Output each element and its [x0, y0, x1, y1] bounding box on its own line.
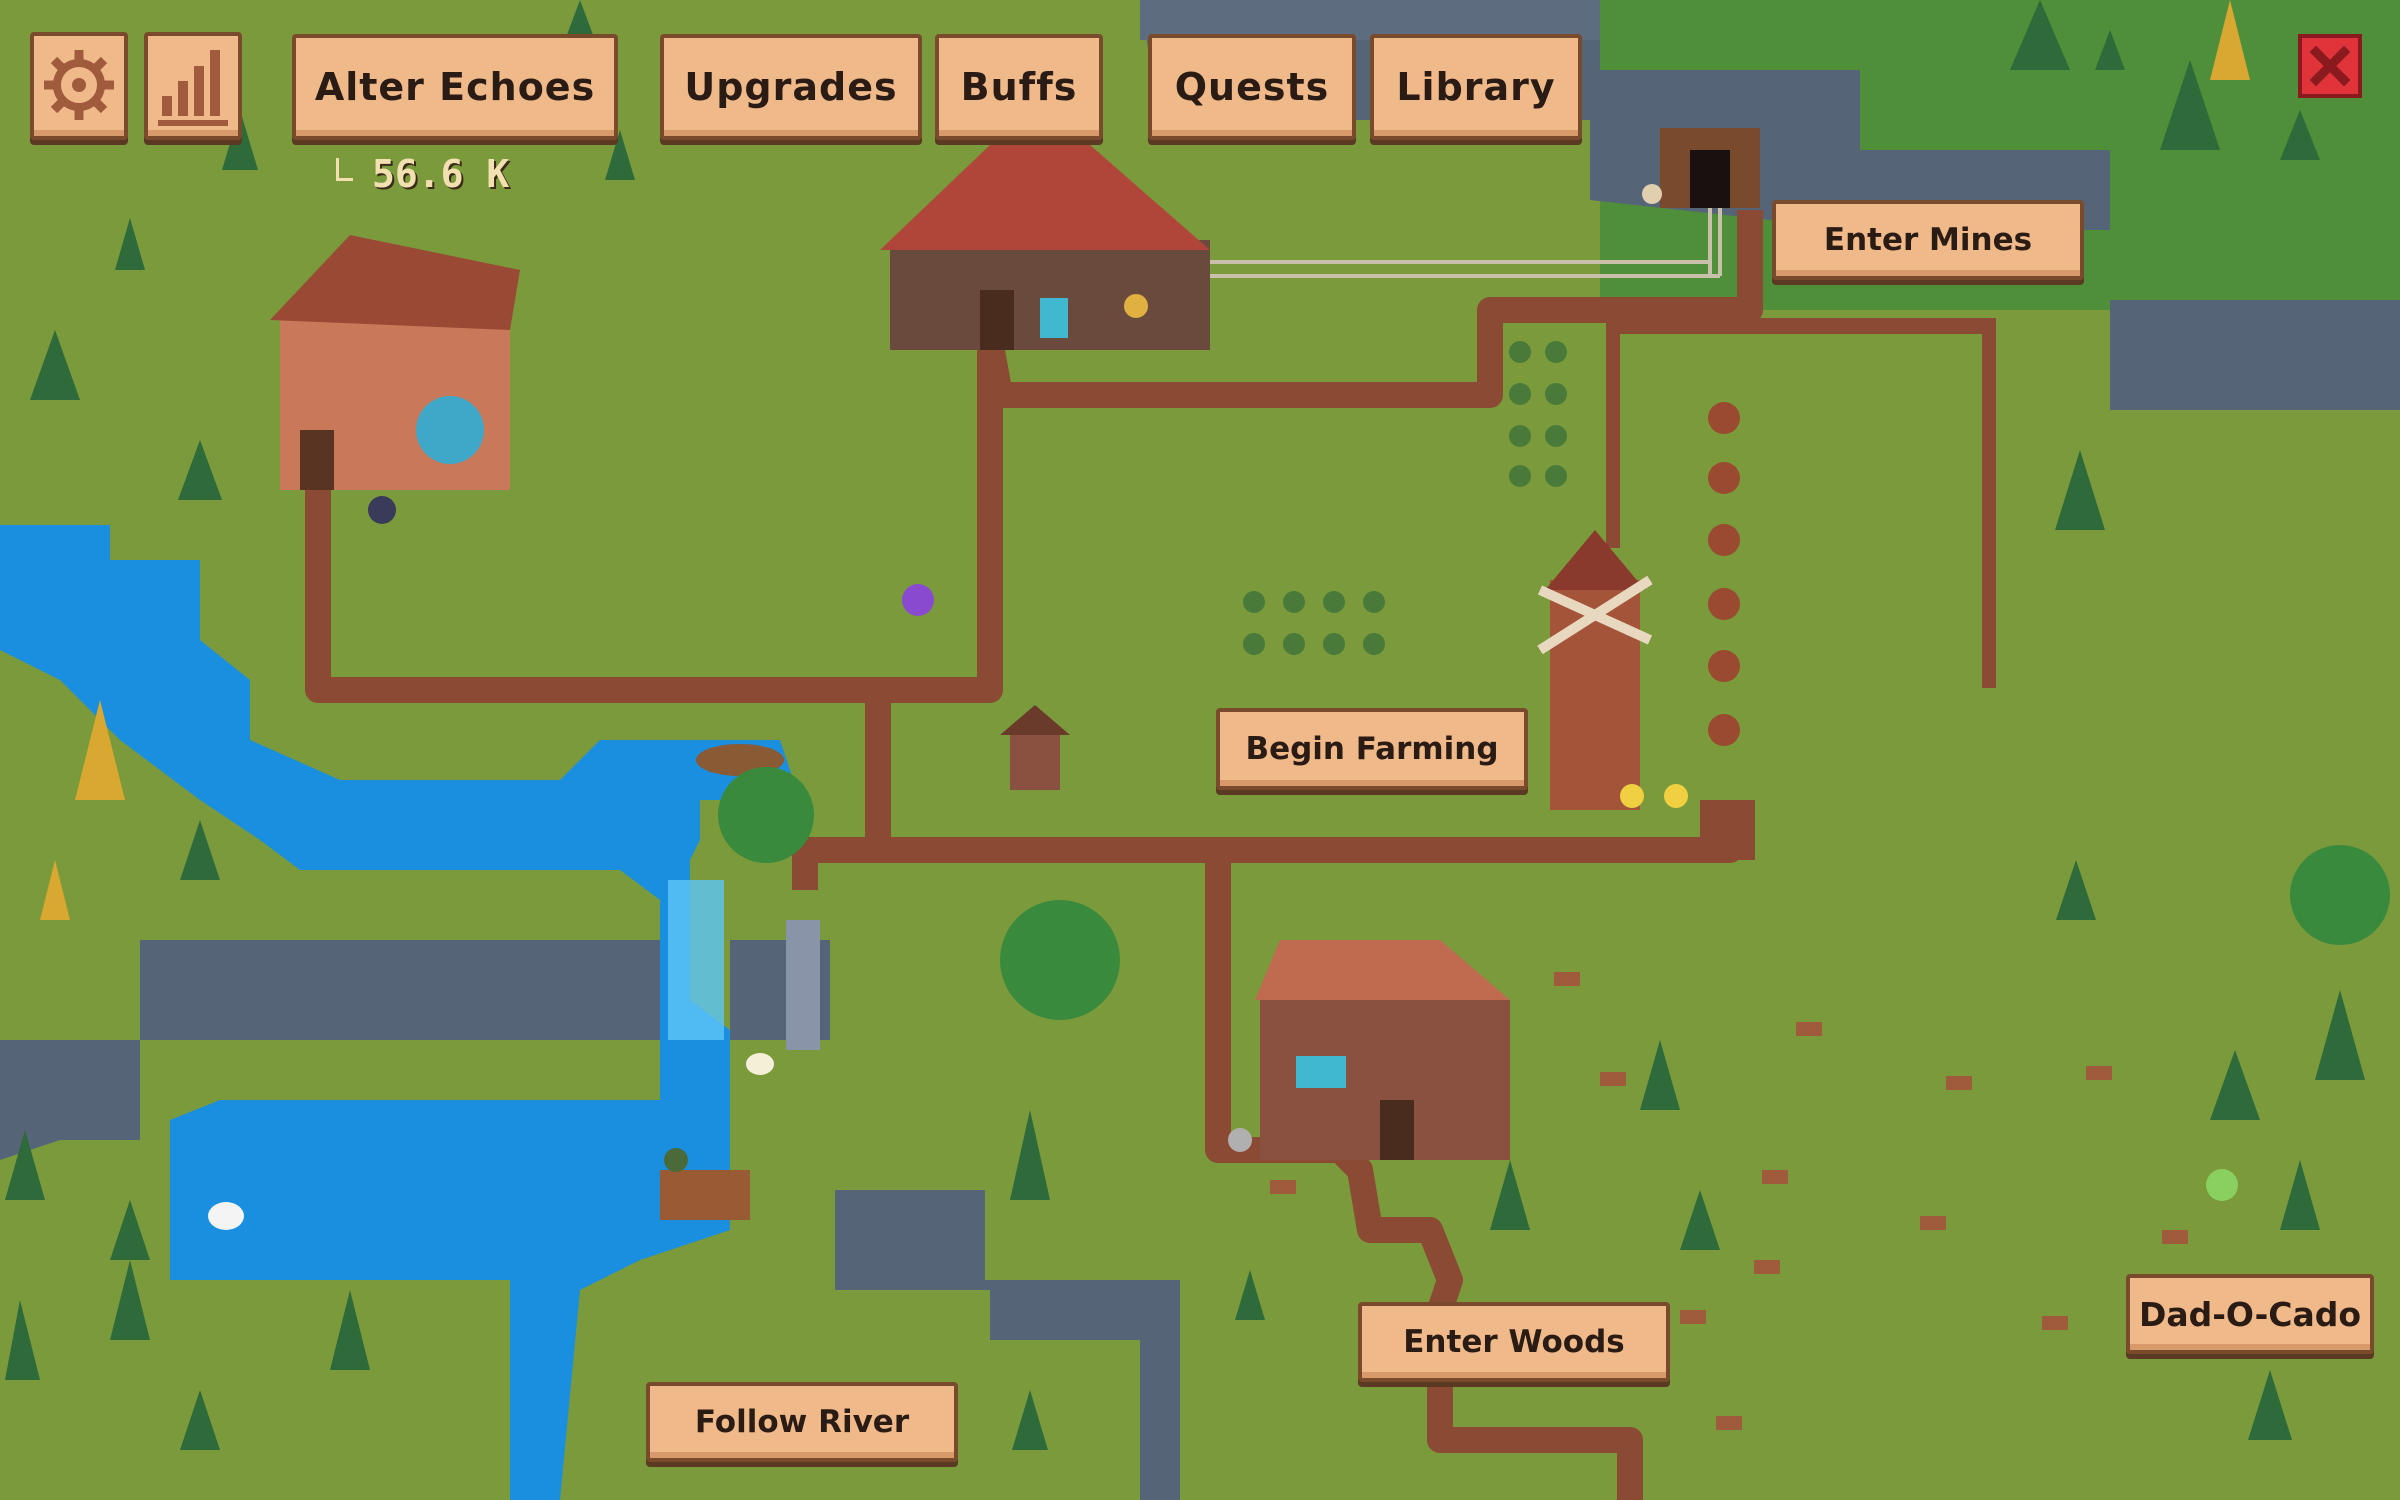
- close-button[interactable]: [2298, 34, 2362, 98]
- stone-well: [1000, 705, 1070, 790]
- currency-branch-indicator: [336, 158, 353, 181]
- echo-currency-value: 56.6 K: [372, 152, 510, 196]
- gear-icon: [44, 50, 114, 120]
- dad-o-cado-button[interactable]: Dad-O-Cado: [2126, 1274, 2374, 1354]
- quests-button[interactable]: Quests: [1148, 34, 1356, 140]
- begin-farming-button[interactable]: Begin Farming: [1216, 708, 1528, 790]
- riverside-cliff: [140, 940, 660, 1040]
- trees: [5, 0, 2365, 1450]
- settings-button[interactable]: [30, 32, 128, 140]
- mine-entrance: [1660, 128, 1760, 208]
- follow-river-button[interactable]: Follow River: [646, 1382, 958, 1462]
- windmill: [1537, 530, 1653, 810]
- swan: [208, 1202, 244, 1230]
- oak-tree: [718, 767, 814, 863]
- lavender-plant: [902, 584, 934, 616]
- crop-plots: [1708, 402, 1740, 746]
- farm-fence: [1606, 318, 1996, 688]
- stats-button[interactable]: [144, 32, 242, 140]
- enter-woods-button[interactable]: Enter Woods: [1358, 1302, 1670, 1382]
- enter-mines-button[interactable]: Enter Mines: [1772, 200, 2084, 280]
- tree-stumps: [1270, 972, 2188, 1430]
- river: [0, 525, 800, 1500]
- stone-stairs: [786, 920, 820, 1050]
- alter-echoes-button[interactable]: Alter Echoes: [292, 34, 618, 140]
- duck: [746, 1053, 774, 1075]
- close-icon: [2309, 45, 2351, 87]
- berry-bushes: [1243, 341, 1567, 655]
- villagers: [368, 184, 1688, 1172]
- bar-chart-icon: [158, 50, 228, 126]
- snowman-figure: [2206, 1169, 2238, 1201]
- witch-house: [270, 235, 520, 490]
- blacksmith-house: [880, 145, 1210, 350]
- library-button[interactable]: Library: [1370, 34, 1582, 140]
- woods-cottage: [1255, 940, 1510, 1160]
- upgrades-button[interactable]: Upgrades: [660, 34, 922, 140]
- buffs-button[interactable]: Buffs: [935, 34, 1103, 140]
- waterfall: [668, 880, 724, 1040]
- fishing-dock: [660, 1170, 750, 1220]
